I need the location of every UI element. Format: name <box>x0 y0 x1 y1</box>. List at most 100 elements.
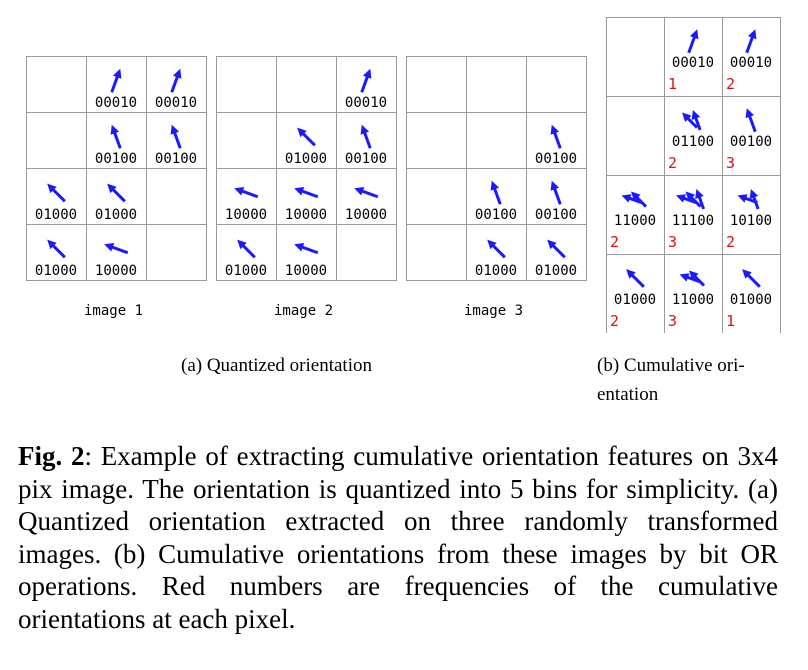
orientation-code: 00100 <box>730 134 772 150</box>
orientation-code: 00010 <box>730 55 772 71</box>
arrow-head <box>297 127 307 138</box>
orientation-code: 11000 <box>614 213 656 229</box>
image-2-label: image 2 <box>274 303 334 319</box>
orientation-arrow <box>107 183 126 203</box>
orientation-code: 00100 <box>535 151 577 167</box>
arrow-head <box>47 183 57 194</box>
orientation-arrow <box>490 180 502 205</box>
orientation-arrow <box>749 189 760 210</box>
arrow-head <box>737 194 748 203</box>
frequency-number: 2 <box>726 233 735 251</box>
orientation-code: 11000 <box>672 292 714 308</box>
frequency-number: 3 <box>668 233 677 251</box>
orientation-arrow <box>685 191 702 208</box>
arrow-head <box>104 243 115 252</box>
arrow-head <box>626 269 636 279</box>
arrow-head <box>630 191 641 202</box>
arrow-head <box>360 124 370 135</box>
orientation-arrow <box>170 124 182 149</box>
orientation-code: 10000 <box>285 207 327 223</box>
orientation-arrow <box>550 124 562 149</box>
arrow-head <box>685 191 696 202</box>
orientation-code: 00010 <box>345 95 387 111</box>
orientation-code: 01000 <box>614 292 656 308</box>
orientation-arrow <box>360 124 372 149</box>
orientation-code: 10100 <box>730 213 772 229</box>
image-3-label: image 3 <box>464 303 524 319</box>
orientation-code: 00100 <box>95 151 137 167</box>
orientation-code: 01000 <box>285 151 327 167</box>
grid-image-2-svg: 00010 01000 00100 10000 10000 10000 01000 10000 <box>216 56 397 281</box>
frequency-number: 2 <box>610 312 619 330</box>
orientation-arrow <box>234 187 259 199</box>
arrow-head <box>234 187 245 196</box>
orientation-arrow <box>550 180 562 205</box>
subcaption-a: (a) Quantized orientation <box>181 355 372 376</box>
orientation-arrow <box>170 68 182 93</box>
orientation-code: 00100 <box>475 207 517 223</box>
orientation-arrow <box>745 108 757 133</box>
orientation-code: 10000 <box>345 207 387 223</box>
orientation-arrow <box>47 239 66 259</box>
orientation-arrow <box>354 187 379 199</box>
orientation-code: 00100 <box>155 151 197 167</box>
subcaption-b-line2: entation <box>597 384 659 405</box>
frequency-number: 3 <box>668 312 677 330</box>
orientation-code: 01000 <box>35 207 77 223</box>
arrow-head <box>742 269 752 279</box>
arrow-head <box>294 243 305 252</box>
grid-image-2: 00010 01000 00100 10000 10000 10000 01000 10000 <box>216 56 397 282</box>
orientation-code: 10000 <box>225 207 267 223</box>
orientation-arrow <box>47 183 66 203</box>
orientation-code: 00010 <box>672 55 714 71</box>
orientation-arrow <box>110 68 122 93</box>
arrow-head <box>749 189 759 200</box>
arrow-head <box>745 108 755 119</box>
arrow-head <box>550 124 560 135</box>
arrow-head <box>621 194 632 203</box>
orientation-arrow <box>294 243 319 255</box>
figure-caption-text: : Example of extracting cumulative orien… <box>18 441 778 634</box>
orientation-code: 01000 <box>95 207 137 223</box>
arrow-head <box>362 68 372 79</box>
orientation-arrow <box>630 191 648 208</box>
orientation-arrow <box>297 127 316 147</box>
subcaption-b-line1: (b) Cumulative ori- <box>597 355 745 376</box>
orientation-code: 10000 <box>285 263 327 279</box>
orientation-code: 10000 <box>95 263 137 279</box>
arrow-head <box>110 124 120 135</box>
orientation-code: 01000 <box>535 263 577 279</box>
image-1-label: image 1 <box>84 303 144 319</box>
orientation-arrow <box>110 124 122 149</box>
arrow-head <box>170 124 180 135</box>
arrow-head <box>691 110 701 121</box>
orientation-code: 00100 <box>345 151 387 167</box>
figure-label: Fig. 2 <box>18 441 85 471</box>
arrow-head <box>490 180 500 191</box>
orientation-arrow <box>695 189 706 210</box>
frequency-number: 1 <box>668 75 677 93</box>
arrow-head <box>354 187 365 196</box>
orientation-arrow <box>360 68 372 93</box>
orientation-arrow <box>742 269 761 288</box>
frequency-number: 2 <box>668 154 677 172</box>
figure-caption: Fig. 2: Example of extracting cumulative… <box>18 440 778 635</box>
frequency-number: 2 <box>726 75 735 93</box>
orientation-arrow <box>745 29 757 54</box>
frequency-number: 3 <box>726 154 735 172</box>
orientation-code: 01000 <box>35 263 77 279</box>
orientation-code: 01000 <box>475 263 517 279</box>
arrow-head <box>679 273 690 282</box>
arrow-head <box>550 180 560 191</box>
arrow-head <box>676 194 687 203</box>
orientation-arrow <box>687 29 699 54</box>
orientation-code: 01000 <box>225 263 267 279</box>
frequency-number: 1 <box>726 312 735 330</box>
arrow-head <box>294 187 305 196</box>
arrow-head <box>237 239 247 250</box>
